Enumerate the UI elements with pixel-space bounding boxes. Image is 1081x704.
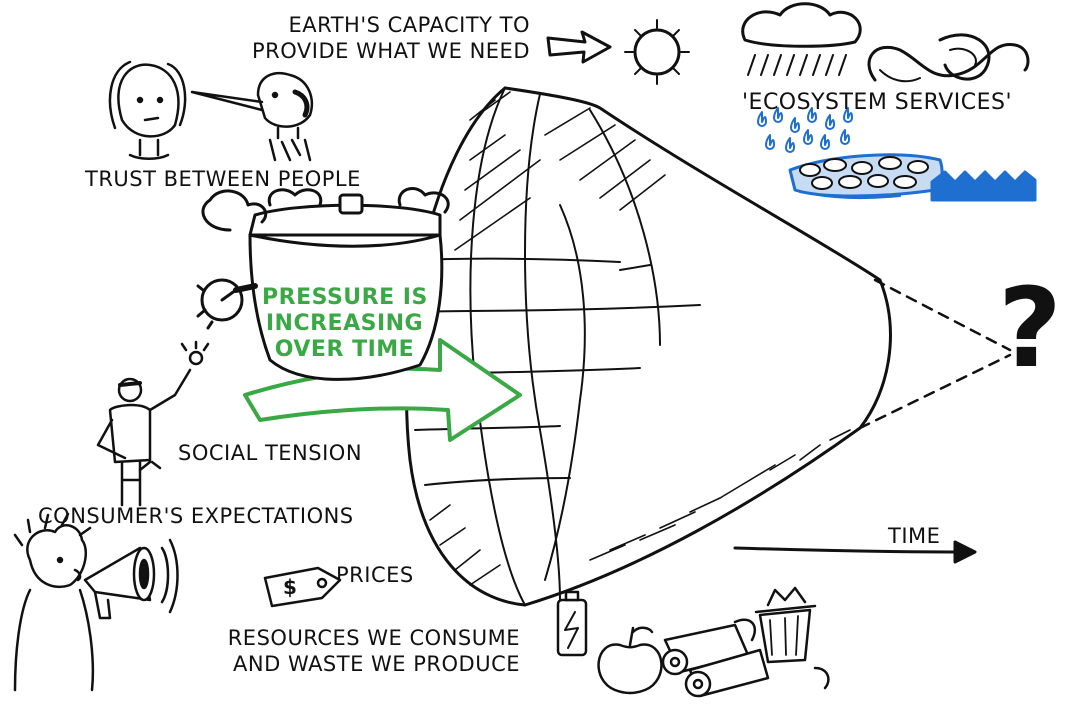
pressure-cooker <box>196 187 450 381</box>
resources-label: RESOURCES WE CONSUME AND WASTE WE PRODUC… <box>150 625 520 677</box>
trash-can-icon <box>754 586 830 690</box>
right-arrow-icon <box>546 30 612 64</box>
earth-capacity-line-1: EARTH'S CAPACITY TO <box>288 13 530 37</box>
resources-line-1: RESOURCES WE CONSUME <box>227 626 520 650</box>
throwing-man-icon <box>96 340 210 507</box>
pressure-label: PRESSURE IS INCREASING OVER TIME <box>262 285 427 363</box>
water-drops-icon <box>757 107 853 153</box>
earth-capacity-label: EARTH'S CAPACITY TO PROVIDE WHAT WE NEED <box>220 12 530 64</box>
time-arrow <box>733 540 977 564</box>
trust-label: TRUST BETWEEN PEOPLE <box>85 167 361 191</box>
consumer-expectations-label: CONSUMER'S EXPECTATIONS <box>38 504 354 528</box>
logs-icon <box>661 618 770 698</box>
sun-icon <box>624 19 690 85</box>
social-tension-label: SOCIAL TENSION <box>178 441 363 465</box>
apple-icon <box>597 626 663 695</box>
price-tag-icon <box>263 566 342 608</box>
pressure-line-3: OVER TIME <box>274 337 415 362</box>
question-mark: ? <box>998 264 1062 392</box>
pressure-line-2: INCREASING <box>265 311 424 336</box>
time-label: TIME <box>888 524 941 548</box>
long-nose-man-icon <box>190 71 314 162</box>
earth-capacity-line-2: PROVIDE WHAT WE NEED <box>251 39 530 63</box>
rain-cloud-icon <box>741 2 862 76</box>
woman-icon <box>108 60 187 160</box>
prices-label: PRICES <box>336 563 414 587</box>
battery-icon <box>556 590 588 657</box>
pressure-line-1: PRESSURE IS <box>262 285 428 310</box>
worm-icon <box>867 33 1030 83</box>
resources-line-2: AND WASTE WE PRODUCE <box>233 652 520 676</box>
ecosystem-services-label: 'ECOSYSTEM SERVICES' <box>742 90 1013 115</box>
megaphone-man-icon <box>13 512 179 692</box>
price-tag-symbol: $ <box>283 575 298 599</box>
pebbles-icon <box>788 153 1037 202</box>
